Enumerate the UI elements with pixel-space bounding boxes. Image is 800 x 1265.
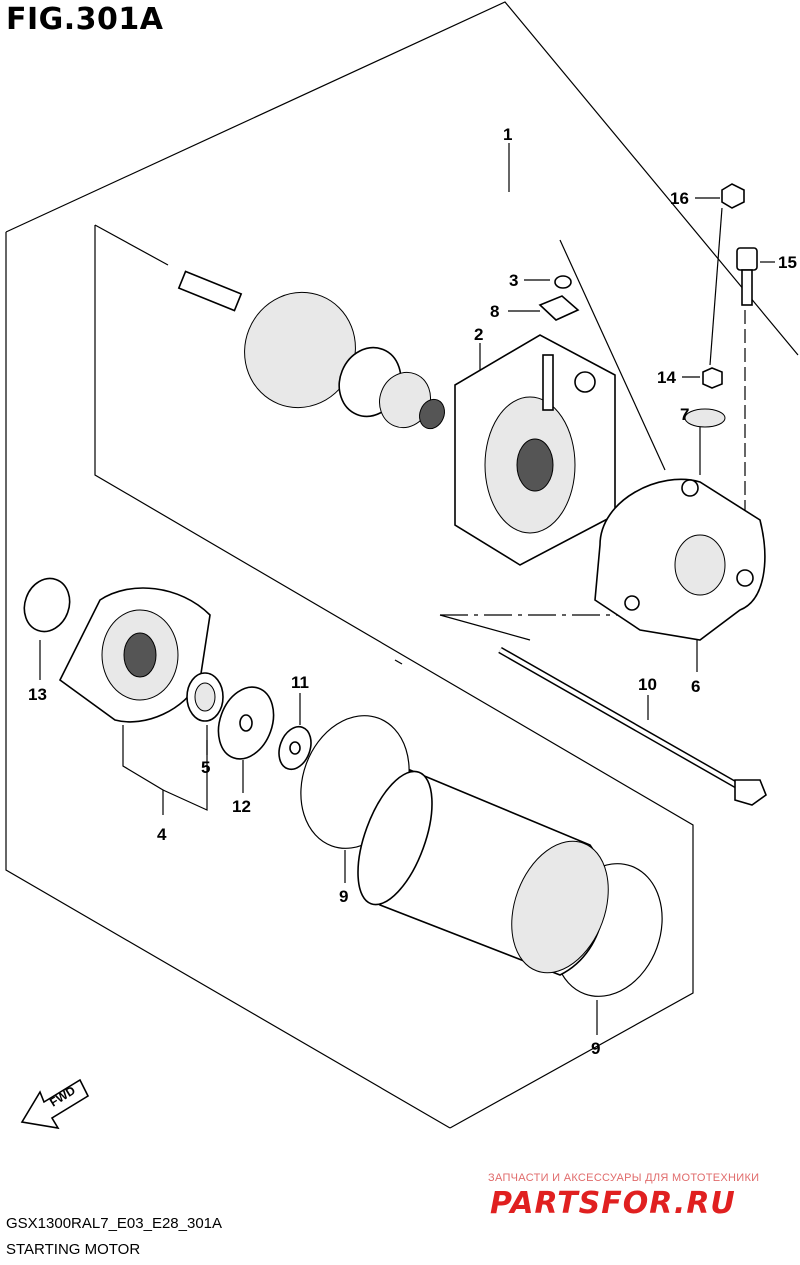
seal-5-inner [194,682,216,712]
brush-holder-part [454,334,616,566]
callout-10: 10 [638,675,657,694]
figure-title: FIG.301A [6,2,164,37]
centre-line-lower [439,614,531,641]
bracket-line [559,239,666,471]
callout-14: 14 [657,368,676,387]
rear-housing-part [594,478,766,641]
o-ring-13 [23,577,71,633]
bolt-15 [736,247,758,306]
fwd-arrow-icon: FWD [20,1078,90,1130]
inner-boundary-top [94,225,694,1129]
front-cover-part [58,587,211,723]
callout-4: 4 [157,825,167,844]
boundary-dash [394,659,403,665]
callout-15: 15 [778,253,797,272]
callout-5: 5 [201,758,210,777]
callout-2: 2 [474,325,483,344]
armature-part [177,270,445,430]
assembly-outline-left [5,232,451,1129]
through-bolt-10 [498,646,767,806]
washer-12-hole [239,714,253,732]
callout-3: 3 [509,271,518,290]
callout-16: 16 [670,189,689,208]
callout-6: 6 [691,677,700,696]
nut-16 [721,183,745,209]
nut-14 [702,367,723,389]
figure-name: STARTING MOTOR [6,1241,141,1258]
assembly-outline [5,1,799,356]
callout-7: 7 [680,405,689,424]
callout-9a: 9 [339,887,348,906]
callout-11: 11 [291,673,309,692]
watermark-tagline: ЗАПЧАСТИ И АКСЕССУАРЫ ДЛЯ МОТОТЕХНИКИ [488,1172,760,1184]
washer-11-hole [289,741,301,755]
yoke-part [357,768,609,976]
callout-12: 12 [232,797,251,816]
leader-16-down [709,207,723,366]
terminal-8 [538,295,580,321]
leader-4 [122,725,164,815]
o-ring-3 [554,275,572,289]
figure-code: GSX1300RAL7_E03_E28_301A [6,1215,223,1232]
callout-1: 1 [503,125,512,144]
callout-8: 8 [490,302,499,321]
callout-13: 13 [28,685,47,704]
callout-9b: 9 [591,1039,600,1058]
boundary-segment [94,224,169,266]
watermark-logo: PARTSFOR.RU [490,1186,736,1221]
cap-7 [684,408,726,428]
